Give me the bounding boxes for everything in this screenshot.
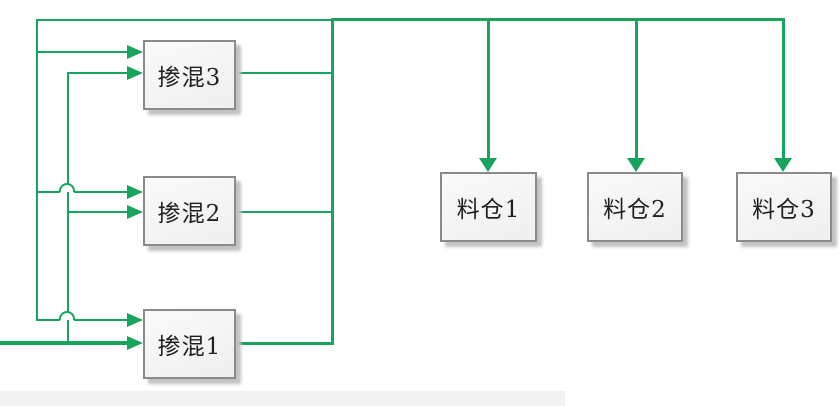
feed-line-blend3-lower: [67, 72, 128, 74]
top-header-line-left: [36, 19, 332, 21]
feed-line-blend3-upper: [36, 51, 128, 53]
node-blend-1: 掺混1: [143, 309, 236, 379]
arrow-right-icon: [127, 66, 143, 80]
left-riser-A: [36, 19, 38, 321]
arrow-right-icon: [127, 336, 143, 350]
drop-line-silo3: [782, 19, 785, 160]
node-blend-3: 掺混3: [143, 40, 236, 110]
bottom-artifact-band: [0, 391, 565, 406]
feed-line-blend2-upper-a: [36, 191, 60, 193]
output-line-blend3: [236, 72, 332, 74]
line-jump-icon: [59, 311, 75, 320]
arrow-right-icon: [127, 45, 143, 59]
arrow-down-icon: [774, 158, 792, 172]
collector-riser: [331, 19, 334, 345]
feed-line-blend2-lower: [67, 211, 128, 213]
node-label: 掺混2: [157, 201, 222, 227]
feed-line-blend1-lower-thick: [0, 341, 128, 345]
drop-line-silo1: [487, 19, 490, 160]
feed-line-blend2-upper-b: [74, 191, 128, 193]
node-label: 料仓2: [603, 197, 667, 223]
node-label: 料仓3: [752, 197, 816, 223]
node-silo-2: 料仓2: [587, 172, 683, 242]
node-blend-2: 掺混2: [143, 176, 236, 246]
arrow-right-icon: [127, 313, 143, 327]
arrow-down-icon: [627, 158, 645, 172]
node-label: 掺混3: [157, 65, 222, 91]
output-line-blend2: [236, 211, 332, 213]
feed-line-blend1-upper-a: [36, 319, 60, 321]
feed-line-blend1-upper-b: [74, 319, 128, 321]
node-label: 料仓1: [456, 197, 521, 223]
drop-line-silo2: [635, 19, 638, 160]
node-label: 掺混1: [157, 334, 222, 360]
arrow-right-icon: [127, 205, 143, 219]
output-line-blend1: [236, 342, 332, 345]
arrow-right-icon: [127, 185, 143, 199]
line-jump-icon: [59, 183, 75, 192]
arrow-down-icon: [479, 158, 497, 172]
node-silo-3: 料仓3: [736, 172, 832, 242]
node-silo-1: 料仓1: [440, 172, 537, 242]
top-header-line-right: [331, 18, 785, 21]
left-riser-B: [67, 73, 69, 345]
